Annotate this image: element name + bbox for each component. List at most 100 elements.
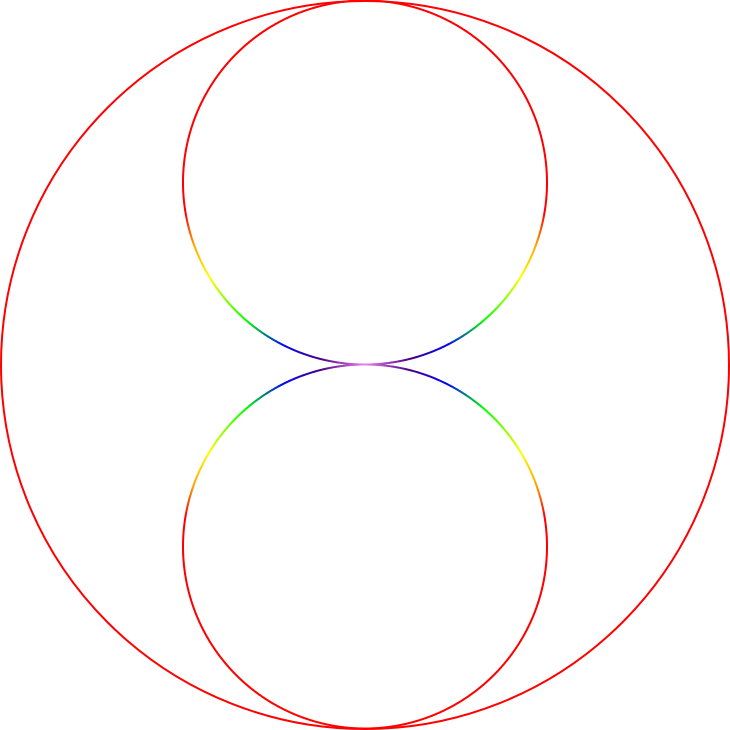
circle-segment <box>269 336 273 340</box>
circle-segment <box>411 369 416 373</box>
circle-segment <box>195 476 198 480</box>
circle-segment <box>299 715 303 719</box>
circle-segment <box>186 586 190 590</box>
circle-segment <box>263 696 267 700</box>
circle-segment <box>480 41 485 46</box>
circle-segment <box>542 579 545 583</box>
circle-segment <box>186 588 190 592</box>
circle-segment <box>496 305 500 309</box>
circle-segment <box>197 255 201 260</box>
circle-segment <box>503 660 508 664</box>
circle-segment <box>436 711 440 715</box>
circle-segment <box>303 352 307 356</box>
circle-segment <box>420 717 424 721</box>
circle-segment <box>222 429 227 433</box>
circle-segment <box>326 366 331 370</box>
circle-segment <box>485 315 490 319</box>
circle-segment <box>314 356 319 360</box>
circle-segment <box>263 392 267 397</box>
circle-segment <box>271 337 275 341</box>
circle-segment <box>486 410 490 414</box>
circle-segment <box>508 290 512 295</box>
circle-segment <box>508 71 512 75</box>
circle-segment <box>310 6 314 10</box>
circle-segment <box>245 683 250 688</box>
circle-segment <box>508 654 512 659</box>
circle-segment <box>519 86 523 91</box>
circle-segment <box>221 658 225 662</box>
circle-segment <box>442 708 446 712</box>
circle-segment <box>463 29 467 33</box>
circle-segment <box>453 703 457 707</box>
circle-segment <box>196 253 200 257</box>
circle-segment <box>432 12 436 16</box>
circle-segment <box>198 257 202 262</box>
circle-segment <box>283 344 288 348</box>
circle-segment <box>271 701 275 705</box>
circle-segment <box>203 94 207 99</box>
circle-segment <box>199 260 203 264</box>
circle-segment <box>535 240 539 244</box>
circle-segment <box>510 437 514 441</box>
circle-segment <box>404 368 409 371</box>
circle-segment <box>477 402 481 407</box>
circle-segment <box>292 712 296 716</box>
circle-segment <box>199 465 203 469</box>
circle-segment <box>484 317 488 321</box>
circle-segment <box>519 275 523 279</box>
circle-segment <box>459 390 463 394</box>
circle-segment <box>308 718 312 722</box>
circle-segment <box>537 236 540 240</box>
circle-segment <box>275 21 279 25</box>
circle-segment <box>529 469 533 474</box>
circle-segment <box>469 692 473 697</box>
circle-segment <box>218 654 222 658</box>
circle-segment <box>397 724 401 727</box>
circle-segment <box>469 33 473 37</box>
circle-segment <box>505 431 509 435</box>
circle-segment <box>229 422 233 426</box>
circle-segment <box>485 679 490 683</box>
circle-segment <box>237 311 241 316</box>
circle-segment <box>540 588 543 592</box>
circle-segment <box>523 630 527 635</box>
circle-segment <box>476 323 481 327</box>
circle-segment <box>253 35 257 39</box>
circle-segment <box>227 301 231 305</box>
circle-segment <box>239 411 243 416</box>
circle-segment <box>317 5 321 8</box>
circle-segment <box>244 407 248 411</box>
circle-segment <box>537 125 540 130</box>
circle-segment <box>491 674 495 678</box>
circle-segment <box>194 478 198 482</box>
circle-segment <box>210 82 214 86</box>
circle-segment <box>292 13 297 17</box>
circle-segment <box>542 215 545 219</box>
circle-segment <box>445 382 449 386</box>
circle-segment <box>411 5 416 9</box>
circle-segment <box>400 3 404 6</box>
circle-segment <box>281 343 285 347</box>
circle-segment <box>257 328 261 332</box>
circle-segment <box>492 53 497 57</box>
circle-segment <box>463 696 467 701</box>
circle-segment <box>215 286 219 291</box>
circle-segment <box>255 327 259 331</box>
circle-segment <box>511 438 515 443</box>
circle-segment <box>414 370 418 374</box>
circle-segment <box>444 343 449 347</box>
circle-segment <box>534 242 538 247</box>
circle-segment <box>416 7 420 10</box>
circle-segment <box>491 51 495 55</box>
circle-segment <box>515 444 519 449</box>
circle-segment <box>324 358 328 362</box>
circle-segment <box>529 105 533 110</box>
circle-segment <box>491 310 495 314</box>
circle-segment <box>537 492 541 496</box>
circle-segment <box>200 626 204 630</box>
circle-segment <box>521 634 525 639</box>
circle-segment <box>471 691 475 695</box>
circle-segment <box>440 16 445 20</box>
circle-segment <box>200 99 204 103</box>
circle-segment <box>263 332 267 336</box>
